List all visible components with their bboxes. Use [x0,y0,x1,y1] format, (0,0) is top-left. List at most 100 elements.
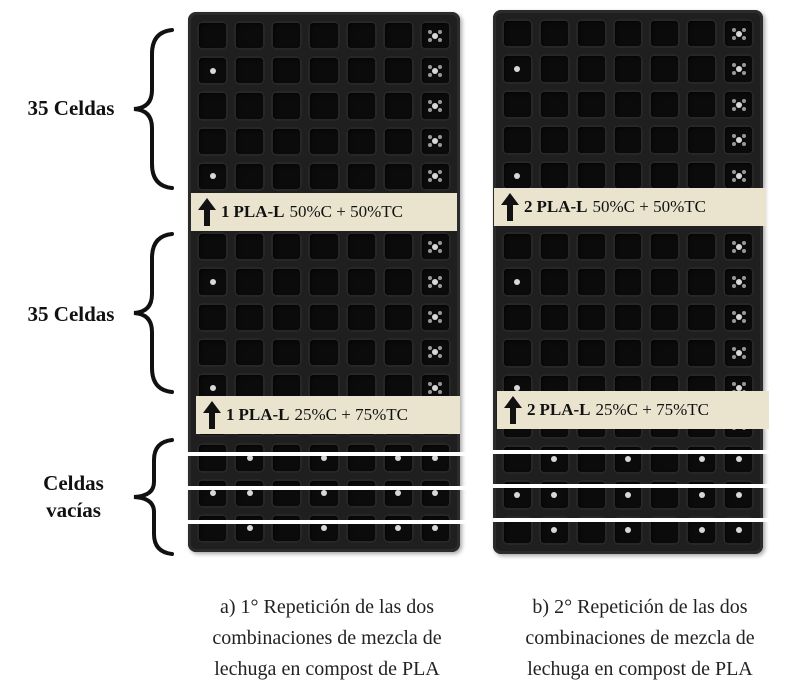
seedling-dot [432,454,439,461]
tray-cell [723,267,754,297]
tray-cell [345,91,377,121]
band-material: PLA-L [233,202,285,221]
tray-cell [234,302,266,332]
tray-cell [271,91,303,121]
tray-cell [686,444,718,475]
seedling-dot [624,527,631,534]
tray-cell [575,89,607,120]
tray-cell [575,160,607,191]
tray-cell [612,302,644,333]
tray-cell [382,267,414,297]
separator-line [493,450,783,454]
tray-cell [382,443,414,473]
seedling-dot [320,490,327,497]
tray-cell [419,126,451,156]
seedling-dot [209,384,216,391]
up-arrow-icon [501,193,519,221]
seedling-dot [735,101,742,108]
tray-cell [612,338,644,368]
tray-cell [345,513,377,543]
tray-2-label-bottom: 2 PLA-L 25%C + 75%TC [497,391,769,429]
tray-cell [419,56,451,86]
tray-cell [502,338,533,368]
tray-cell [271,337,303,367]
band-material: PLA-L [238,405,290,424]
tray-cell [197,161,229,191]
tray-cell [419,443,451,473]
tray-cell [197,337,229,367]
tray-cell [723,338,754,368]
up-arrow-icon [504,396,522,424]
tray-cell [308,21,340,51]
band-mix: 25%C + 75%TC [595,400,709,419]
tray-1-cells [194,18,454,546]
tray-cell [234,232,266,262]
tray-cell [382,302,414,332]
brace-group-1 [133,28,174,190]
seedling-dot [432,349,439,356]
tray-cell [502,19,533,49]
seedling-dot [735,66,742,73]
seedling-dot [432,243,439,250]
tray-cell [538,267,570,297]
tray-cell [271,21,303,51]
tray-cell [538,54,570,84]
tray-cell [612,54,644,84]
tray-cell [345,161,377,191]
seedling-dot [432,314,439,321]
tray-cell [575,302,607,333]
seedling-dot [551,491,558,498]
tray-cell [382,91,414,121]
tray-cell [419,267,451,297]
seedling-dot [514,491,521,498]
separator-line [493,518,783,522]
tray-cell [382,513,414,543]
seedling-dot [624,456,631,463]
tray-cell [308,56,340,86]
tray-cell [538,125,570,155]
tray-cell [197,21,229,51]
tray-cell [382,232,414,262]
tray-cell [649,302,681,333]
band-number: 1 [226,405,235,424]
tray-cell [649,160,681,191]
tray-cell [502,160,533,191]
separator-line [493,484,783,488]
tray-2-label-top: 2 PLA-L 50%C + 50%TC [494,188,766,226]
tray-cell [308,513,340,543]
tray-cell [419,21,451,51]
caption-line: a) 1° Repetición de las dos [219,596,435,618]
seedling-dot [246,454,253,461]
seedling-dot [735,314,742,321]
seedling-dot [432,173,439,180]
tray-cell [345,56,377,86]
seedling-dot [320,525,327,532]
caption-line: b) 2° Repetición de las dos [532,596,748,618]
tray-cell [197,302,229,332]
seedling-dot [735,456,742,463]
tray-cell [686,125,718,155]
seedling-dot [432,67,439,74]
seedling-dot [551,527,558,534]
tray-cell [419,232,451,262]
label-celdas-vacias-line-1: Celdas [43,471,104,495]
tray-cell [271,302,303,332]
tray-cell [575,125,607,155]
separator-line [180,520,470,524]
tray-cell [382,337,414,367]
tray-cell [308,302,340,332]
seedling-dot [432,138,439,145]
tray-cell [197,126,229,156]
tray-cell [502,231,533,262]
tray-cell [723,54,754,84]
tray-cell [382,21,414,51]
band-material: PLA-L [539,400,591,419]
tray-cell [271,232,303,262]
tray-cell [419,302,451,332]
tray-cell [612,444,644,475]
label-35-celdas-middle: 35 Celdas [27,302,115,326]
tray-cell [686,231,718,262]
tray-cell [308,161,340,191]
tray-cell [345,302,377,332]
seedling-dot [395,454,402,461]
